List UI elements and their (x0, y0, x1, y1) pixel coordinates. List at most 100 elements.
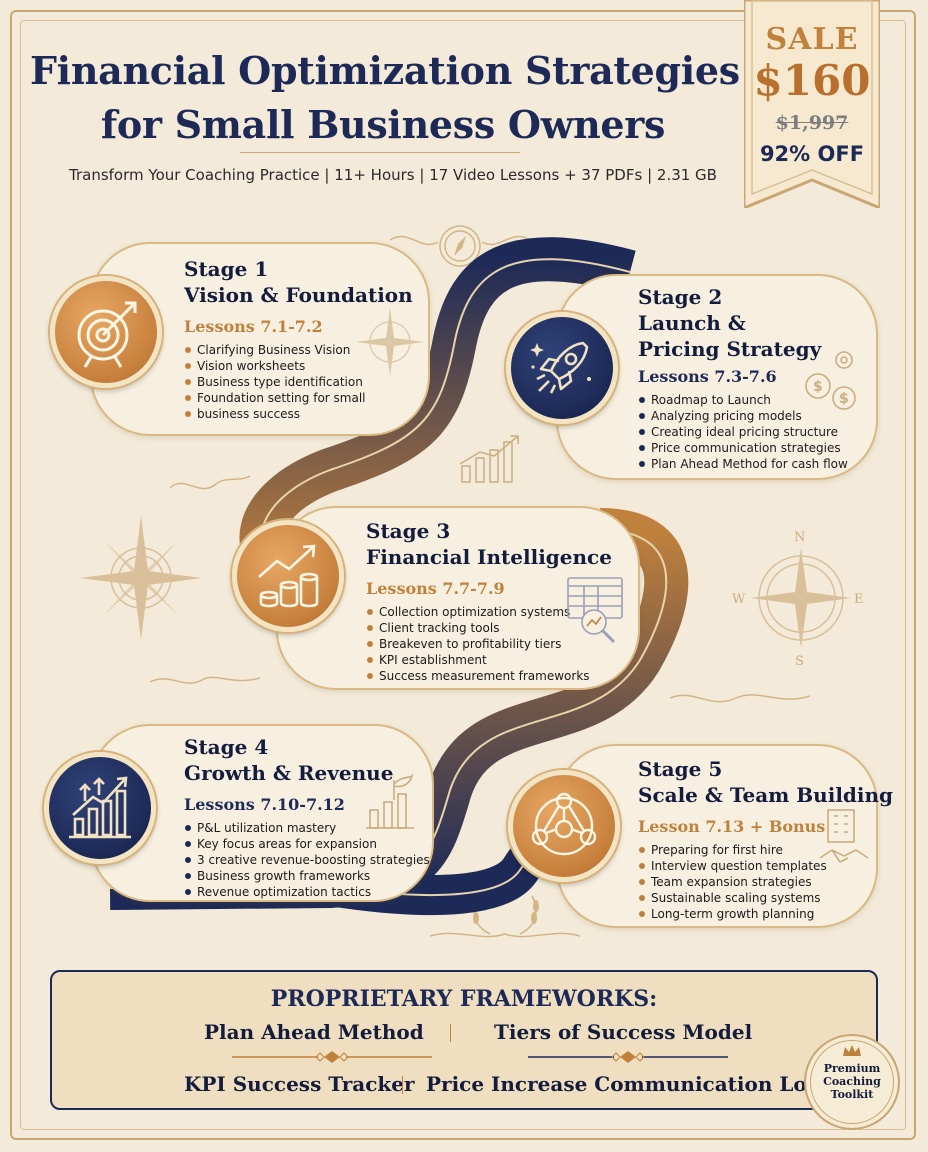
stage-2-medal (506, 312, 618, 424)
list-item: Plan Ahead Method for cash flow (638, 456, 848, 472)
sale-price: $160 (753, 56, 871, 105)
growth-chart-deco-icon (459, 435, 519, 483)
list-item: Revenue optimization tactics (184, 884, 430, 900)
proprietary-frameworks-box: PROPRIETARY FRAMEWORKS: Plan Ahead Metho… (50, 970, 878, 1110)
frameworks-title: PROPRIETARY FRAMEWORKS: (270, 986, 658, 1012)
list-item: Success measurement frameworks (366, 668, 612, 684)
scroll-flourish-right-icon (670, 694, 810, 703)
compass-rose-right-icon (751, 548, 851, 648)
stage-1-content: Stage 1 Vision & Foundation Lessons 7.1-… (184, 256, 413, 422)
list-item: Business type identification (184, 374, 413, 390)
list-item: Creating ideal pricing structure (638, 424, 848, 440)
original-price: $1,997 (775, 112, 849, 134)
list-item: 3 creative revenue-boosting strategies (184, 852, 430, 868)
stage-2-name-line2: Pricing Strategy (638, 337, 822, 361)
gears-dollar-icon: $$ (805, 351, 856, 410)
list-item: Collection optimization systems (366, 604, 612, 620)
stage-4-medal (44, 752, 156, 864)
toolkit-badge-text: Premium Coaching Toolkit (823, 1062, 881, 1101)
list-item: Key focus areas for expansion (184, 836, 430, 852)
list-item: Interview question templates (638, 858, 893, 874)
list-item: Breakeven to profitability tiers (366, 636, 612, 652)
compass-letter-s: S (795, 654, 804, 669)
framework-separator (402, 1076, 403, 1094)
stage-1-name: Vision & Foundation (184, 283, 413, 307)
ribbon-banner-shape (744, 0, 880, 208)
title-divider (240, 152, 520, 153)
stage-2-name-line1: Launch & (638, 311, 746, 335)
premium-toolkit-badge: Premium Coaching Toolkit (804, 1034, 900, 1130)
sprout-bar-chart-icon (366, 773, 414, 829)
list-item: Vision worksheets (184, 358, 413, 374)
target-arrow-icon (77, 301, 137, 368)
stage-1-bullets: Clarifying Business Vision Vision worksh… (184, 342, 413, 422)
stage-4-lessons: Lessons 7.10-7.12 (184, 795, 345, 814)
inner-frame (20, 20, 906, 1130)
diamond-divider-right-icon (528, 1051, 728, 1063)
stage-5-content: Stage 5 Scale & Team Building Lesson 7.1… (638, 756, 893, 922)
compass-card-deco-icon (356, 308, 424, 376)
compass-letter-e: E (854, 592, 864, 607)
compass-rose-left-icon (80, 516, 202, 640)
framework-price-increase-log: Price Increase Communication Log (426, 1072, 821, 1096)
stage-2-number: Stage 2 (638, 285, 723, 309)
building-handshake-icon (819, 809, 869, 864)
stage-3-lessons: Lessons 7.7-7.9 (366, 579, 505, 598)
stage-5-name: Scale & Team Building (638, 783, 894, 807)
stage-4-bullets: P&L utilization mastery Key focus areas … (184, 820, 430, 900)
scroll-flourish-left-icon (150, 676, 260, 684)
laurel-ornament-icon (430, 895, 580, 938)
stage-5-bullets: Preparing for first hire Interview quest… (638, 842, 893, 922)
stage-2-lessons: Lessons 7.3-7.6 (638, 367, 777, 386)
list-item: KPI establishment (366, 652, 612, 668)
list-item: Analyzing pricing models (638, 408, 848, 424)
stage-5-lessons: Lesson 7.13 + Bonus (638, 817, 826, 836)
rocket-icon (530, 341, 591, 394)
course-summary: Transform Your Coaching Practice | 11+ H… (69, 166, 717, 184)
framework-tiers-of-success: Tiers of Success Model (494, 1020, 753, 1044)
stage-1-medal (50, 276, 162, 388)
list-item: P&L utilization mastery (184, 820, 430, 836)
svg-text:$: $ (839, 391, 849, 407)
stage-1-number: Stage 1 (184, 257, 269, 281)
list-item: Sustainable scaling systems (638, 890, 893, 906)
scroll-flourish-mid-icon (170, 475, 250, 490)
stage-5-medal (508, 770, 620, 882)
list-item: Preparing for first hire (638, 842, 893, 858)
stage-4-name: Growth & Revenue (184, 761, 394, 785)
discount-percent: 92% OFF (759, 142, 865, 166)
stage-3-medal (232, 520, 344, 632)
list-item: Foundation setting for small (184, 390, 413, 406)
stage-3-name: Financial Intelligence (366, 545, 612, 569)
team-network-icon (531, 792, 597, 856)
list-item: Business growth frameworks (184, 868, 430, 884)
list-item: business success (184, 406, 413, 422)
bar-chart-arrows-icon (69, 776, 131, 839)
stage-3-number: Stage 3 (366, 519, 451, 543)
svg-text:$: $ (813, 379, 823, 395)
spreadsheet-magnifier-icon (567, 577, 623, 644)
stage-4-number: Stage 4 (184, 735, 269, 759)
stage-2-bullets: Roadmap to Launch Analyzing pricing mode… (638, 392, 848, 472)
sale-banner: SALE $160 $1,997 92% OFF (744, 0, 880, 208)
stage-2-content: Stage 2 Launch & Pricing Strategy Lesson… (638, 284, 848, 472)
outer-frame (10, 10, 916, 1140)
small-compass-icon (390, 225, 530, 267)
list-item: Client tracking tools (366, 620, 612, 636)
stage-3-content: Stage 3 Financial Intelligence Lessons 7… (366, 518, 612, 684)
growth-coins-icon (258, 544, 319, 608)
list-item: Long-term growth planning (638, 906, 893, 922)
list-item: Clarifying Business Vision (184, 342, 413, 358)
framework-plan-ahead: Plan Ahead Method (204, 1020, 424, 1044)
compass-letter-n: N (794, 530, 806, 545)
stage-1-lessons: Lessons 7.1-7.2 (184, 317, 323, 336)
diamond-divider-left-icon (232, 1051, 432, 1063)
framework-kpi-tracker: KPI Success Tracker (184, 1072, 415, 1096)
list-item: Price communication strategies (638, 440, 848, 456)
page-title: Financial Optimization Strategies for Sm… (30, 48, 740, 147)
stage-4-content: Stage 4 Growth & Revenue Lessons 7.10-7.… (184, 734, 430, 900)
sale-label: SALE (765, 22, 859, 57)
list-item: Roadmap to Launch (638, 392, 848, 408)
stage-3-bullets: Collection optimization systems Client t… (366, 604, 612, 684)
list-item: Team expansion strategies (638, 874, 893, 890)
